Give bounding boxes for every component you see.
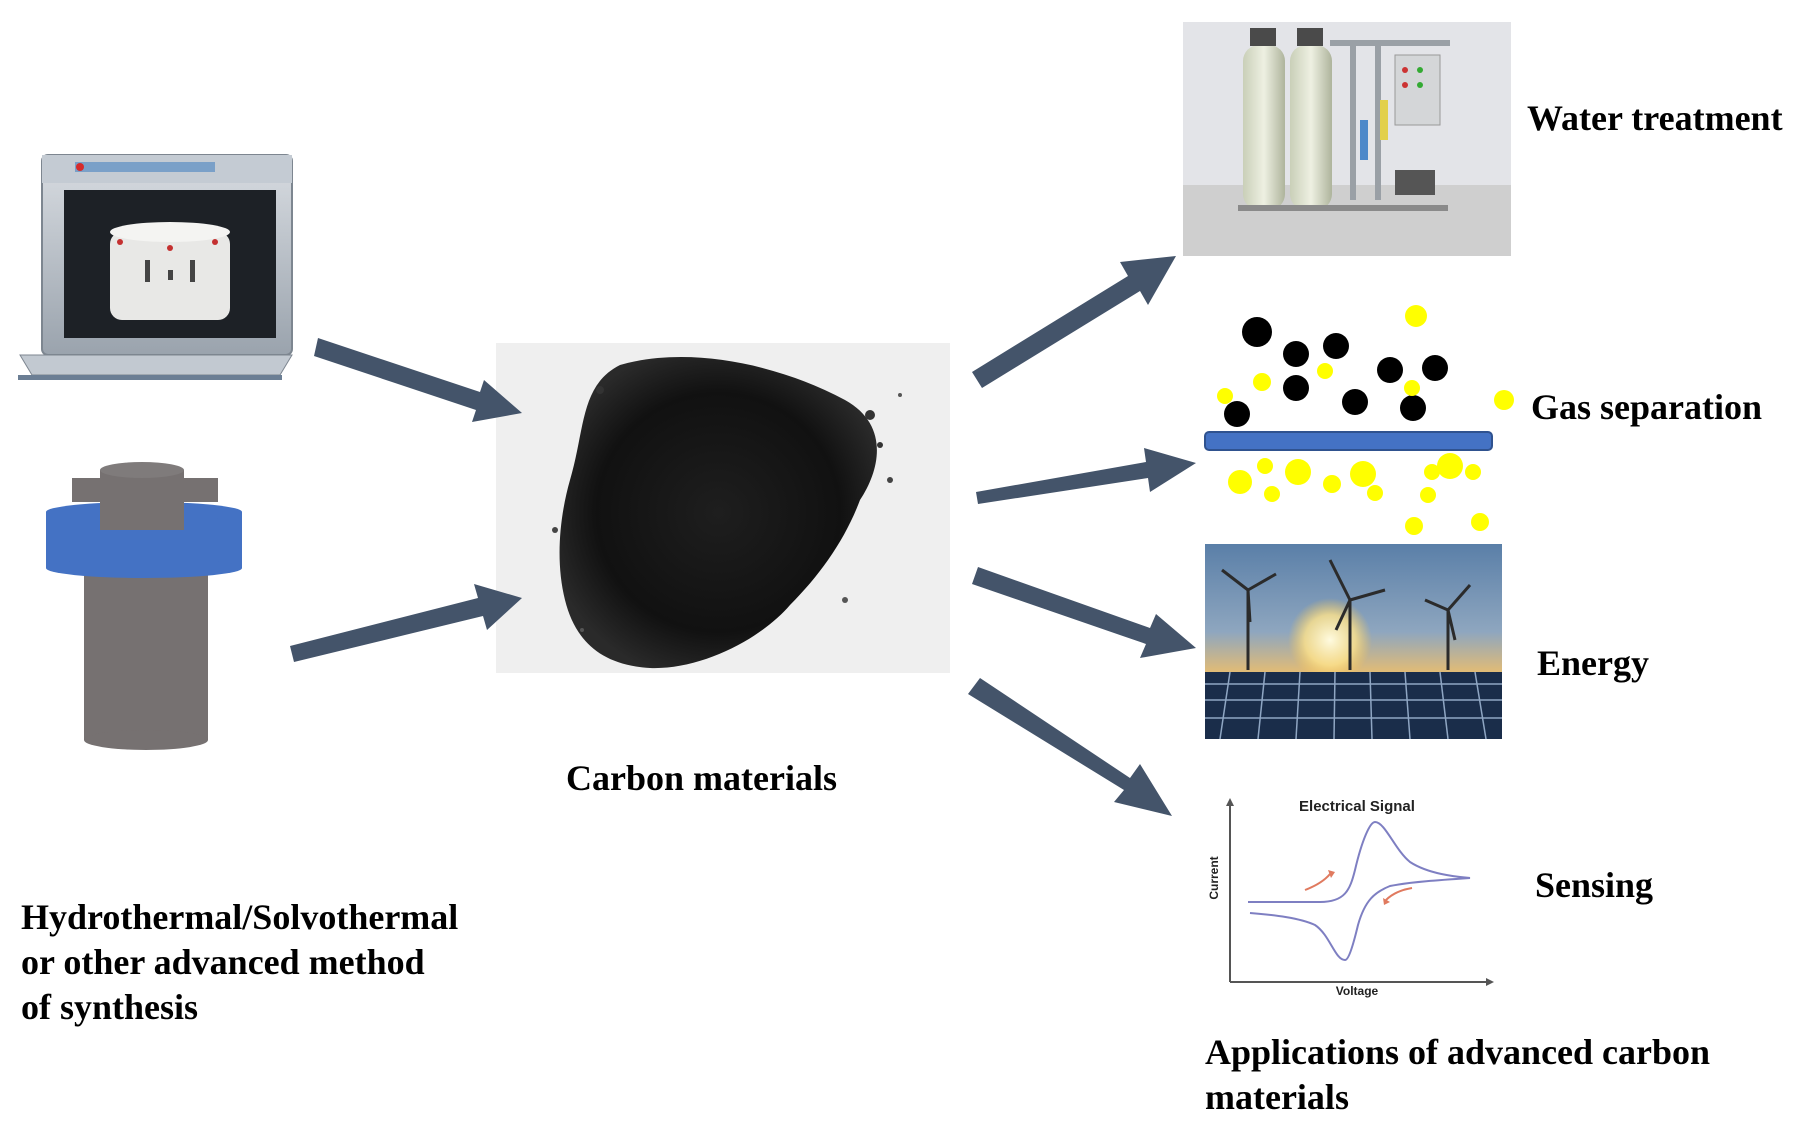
arrow-microwave-to-carbon (314, 338, 522, 422)
signal-title: Electrical Signal (1299, 798, 1415, 815)
carbon-powder-image (496, 343, 950, 673)
energy-image (1205, 544, 1502, 740)
arrow-autoclave-to-carbon (290, 584, 522, 662)
energy-label: Energy (1537, 643, 1649, 683)
gas-separation-icon (1204, 305, 1514, 535)
arrows (290, 256, 1196, 816)
arrow-carbon-to-sensing (968, 678, 1172, 816)
signal-ylabel: Current (1207, 856, 1221, 899)
autoclave-vessel-icon (46, 462, 242, 750)
synthesis-line-3: of synthesis (21, 987, 199, 1027)
signal-xlabel: Voltage (1336, 984, 1379, 998)
gas-separation-label: Gas separation (1531, 387, 1763, 427)
water-treatment-label: Water treatment (1527, 98, 1783, 138)
water-treatment-image (1183, 22, 1511, 256)
synthesis-label: Hydrothermal/Solvothermal or other advan… (21, 895, 458, 1030)
arrow-carbon-to-water (972, 256, 1176, 388)
applications-line-1: Applications of advanced carbon (1205, 1032, 1711, 1072)
applications-line-2: materials (1205, 1077, 1349, 1117)
arrow-carbon-to-gas (976, 448, 1196, 504)
applications-label: Applications of advanced carbon material… (1205, 1030, 1710, 1120)
electrical-signal-plot: Electrical Signal Voltage Current (1207, 798, 1494, 998)
synthesis-line-2: or other advanced method (21, 942, 425, 982)
microwave-reactor-image (18, 154, 293, 380)
arrow-carbon-to-energy (972, 567, 1196, 658)
carbon-materials-label: Carbon materials (566, 758, 837, 798)
sensing-label: Sensing (1535, 865, 1654, 905)
synthesis-line-1: Hydrothermal/Solvothermal (21, 897, 459, 937)
